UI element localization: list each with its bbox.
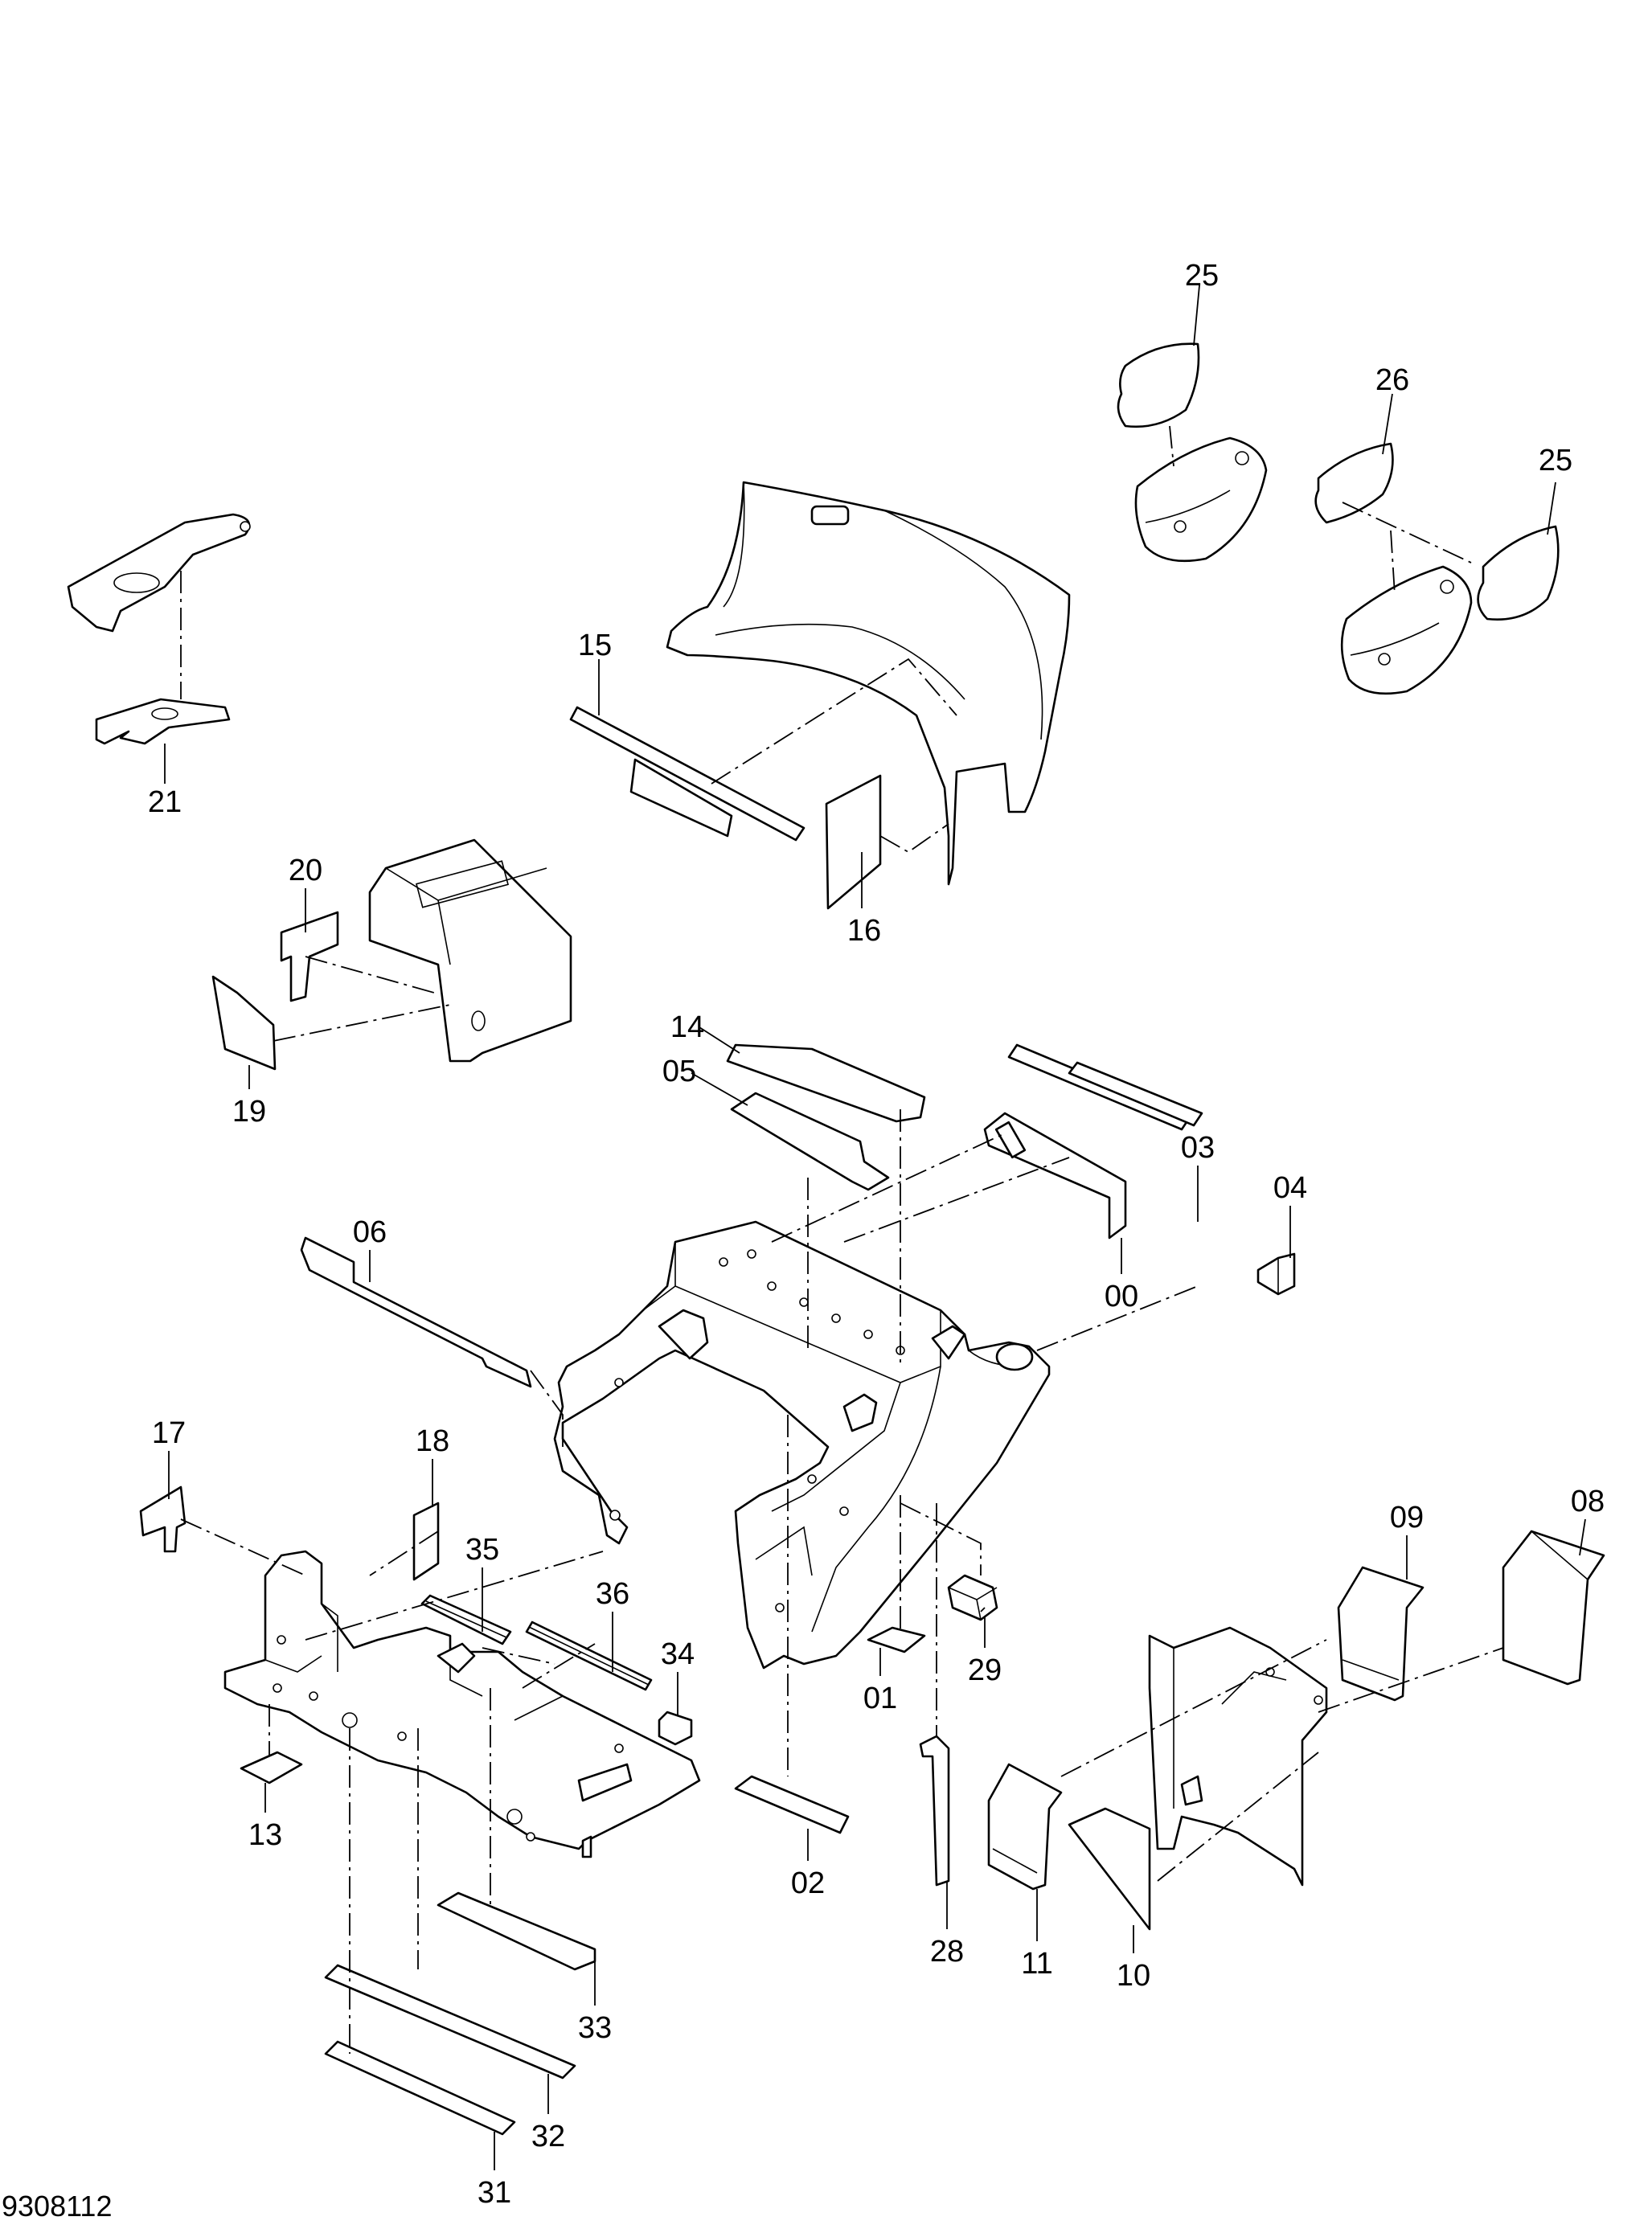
bracket-plate-top-left <box>67 513 251 633</box>
rear-bracket-box <box>1148 1626 1328 1887</box>
part-15-strip <box>569 706 806 842</box>
callout-17: 17 <box>152 1416 186 1450</box>
callout-09: 09 <box>1390 1501 1424 1534</box>
callout-32: 32 <box>531 2120 565 2153</box>
console-box <box>368 838 572 1063</box>
callout-28: 28 <box>930 1935 964 1969</box>
callout-05: 05 <box>662 1055 696 1088</box>
callout-25-top: 25 <box>1185 259 1219 293</box>
callout-13: 13 <box>248 1818 282 1852</box>
part-02-strip <box>734 1775 850 1834</box>
floor-plate <box>223 1550 701 1858</box>
callout-18: 18 <box>416 1424 449 1458</box>
callout-36: 36 <box>596 1577 629 1611</box>
part-13-pad <box>240 1751 303 1784</box>
callout-34: 34 <box>661 1637 695 1671</box>
assembly-lines <box>180 425 1504 2054</box>
part-19-pad <box>211 975 277 1071</box>
callout-35: 35 <box>465 1533 499 1567</box>
callout-26: 26 <box>1375 363 1409 397</box>
callout-08: 08 <box>1571 1485 1605 1518</box>
part-03-strip <box>1007 1043 1203 1131</box>
part-00-channel <box>983 1112 1127 1239</box>
callout-21: 21 <box>148 785 182 819</box>
bracket-housing-right <box>1340 565 1473 695</box>
callout-11: 11 <box>1021 1947 1052 1981</box>
part-01-pad <box>867 1626 926 1653</box>
part-25-pad-right <box>1477 525 1560 621</box>
part-28-bent-strip <box>919 1735 950 1887</box>
part-29-block <box>947 1574 998 1621</box>
part-10-panel <box>1068 1807 1151 1931</box>
callout-labels: 25 26 25 21 15 16 20 19 14 05 03 04 06 0… <box>148 259 1605 2210</box>
part-04-bracket <box>1256 1252 1296 1296</box>
part-16-panel <box>825 774 882 910</box>
part-35-strip <box>420 1594 512 1645</box>
bracket-housing-left <box>1134 436 1268 563</box>
part-26-pad <box>1314 442 1394 524</box>
callout-33: 33 <box>578 2011 612 2045</box>
part-14-plate <box>726 1043 926 1123</box>
part-34-bracket <box>658 1711 693 1746</box>
part-17-pad <box>139 1485 187 1553</box>
main-frame <box>553 1220 1051 1670</box>
part-06-strip <box>300 1236 532 1388</box>
callout-03: 03 <box>1181 1131 1215 1165</box>
callout-04: 04 <box>1273 1171 1307 1205</box>
part-32-strip <box>324 1964 576 2079</box>
part-08-folded-pad <box>1502 1530 1605 1686</box>
part-20-pad <box>280 911 339 1002</box>
part-18-pad <box>412 1502 440 1581</box>
callout-16: 16 <box>847 914 881 948</box>
callout-00: 00 <box>1105 1280 1138 1313</box>
callout-29: 29 <box>968 1653 1002 1687</box>
part-36-strip <box>525 1621 653 1691</box>
large-curved-cover <box>666 481 1071 886</box>
callout-02: 02 <box>791 1866 825 1900</box>
callout-06: 06 <box>353 1215 387 1249</box>
callout-31: 31 <box>478 2176 511 2210</box>
callout-01: 01 <box>863 1682 897 1715</box>
callout-14: 14 <box>670 1010 704 1044</box>
part-33-strip <box>437 1891 596 1971</box>
part-31-strip <box>324 2040 516 2136</box>
callout-20: 20 <box>289 854 322 887</box>
part-05-plate <box>730 1092 890 1191</box>
part-25-pad-top <box>1117 342 1200 428</box>
part-21-gasket <box>95 698 231 745</box>
part-09-folded-pad <box>1337 1566 1424 1702</box>
callout-25-right: 25 <box>1539 444 1572 477</box>
callout-10: 10 <box>1117 1959 1150 1993</box>
callout-15: 15 <box>578 629 612 662</box>
drawing-number: 9308112 <box>2 2190 112 2223</box>
callout-19: 19 <box>232 1095 266 1129</box>
leader-lines <box>164 285 1586 2170</box>
part-11-folded-pad <box>987 1763 1063 1891</box>
